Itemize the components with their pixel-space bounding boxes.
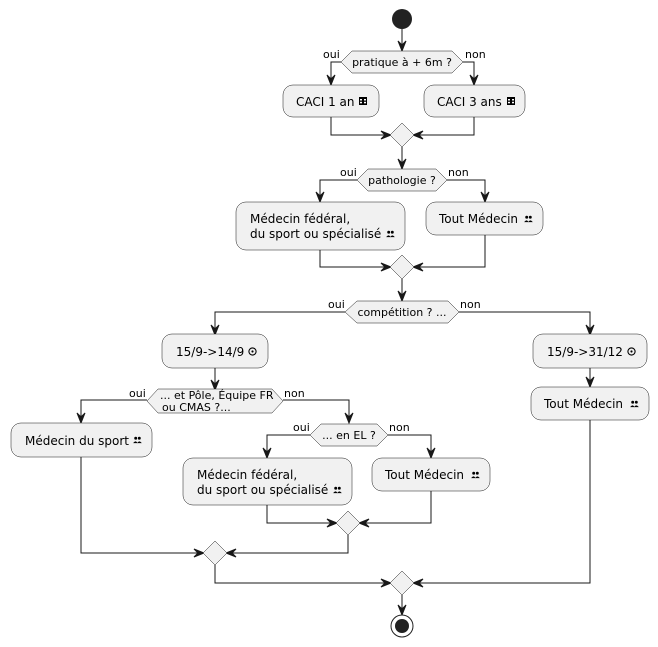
- arrow-head: [426, 447, 436, 460]
- arrow-head: [380, 262, 393, 272]
- activity-any-doctor-el-no: Tout Médecin: [371, 457, 491, 492]
- edge: [227, 535, 349, 554]
- activity-any-doctor: Tout Médecin: [425, 201, 544, 236]
- decision-in-el: ... en EL ?: [309, 423, 389, 447]
- arrow-head: [397, 290, 407, 303]
- merge-node: [389, 570, 415, 596]
- arrow-head: [585, 376, 595, 389]
- activity-label-line2: du sport ou spécialisé: [250, 227, 381, 241]
- decision-label: compétition ? ...: [357, 306, 446, 319]
- decision-pole-team-cmas: ... et Pôle, Équipe FR ou CMAS ?...: [146, 388, 284, 414]
- arrow-head: [315, 191, 325, 204]
- edge: [319, 179, 357, 201]
- arrow-head: [210, 379, 220, 392]
- arrow-head: [344, 412, 354, 425]
- activity-label: 15/9->31/12: [547, 345, 623, 359]
- arrow-head: [357, 518, 370, 528]
- arrow-head: [326, 518, 339, 528]
- edge: [447, 179, 486, 201]
- edge: [463, 61, 475, 84]
- edge: [80, 457, 203, 554]
- decision-competition: compétition ? ...: [344, 300, 460, 324]
- arrow-head: [397, 40, 407, 53]
- merge-node: [335, 510, 361, 536]
- merge-node: [202, 540, 228, 566]
- arrow-head: [193, 548, 206, 558]
- decision-practice-6m: pratique à + 6m ?: [340, 50, 464, 74]
- decision-pathology: pathologie ?: [356, 168, 448, 192]
- activity-period-15-9-to-14-9: 15/9->14/9: [161, 333, 269, 369]
- activity-label-line1: Médecin fédéral,: [250, 212, 350, 226]
- edge: [360, 491, 432, 524]
- arrow-head: [469, 74, 479, 87]
- arrow-head: [210, 324, 220, 337]
- decision-label: pathologie ?: [368, 174, 436, 187]
- edge: [80, 399, 147, 422]
- arrow-head: [411, 130, 424, 140]
- branch-no-label: non: [465, 48, 486, 61]
- merge-node: [389, 254, 415, 280]
- activity-label: Médecin du sport: [25, 434, 129, 448]
- decision-label: ... en EL ?: [322, 429, 376, 442]
- branch-yes-label: oui: [129, 387, 146, 400]
- edge: [319, 250, 390, 268]
- activity-label-line2: du sport ou spécialisé: [197, 483, 328, 497]
- calendar-icon: [359, 97, 367, 105]
- branch-yes-label: oui: [340, 166, 357, 179]
- merge-node: [389, 122, 415, 148]
- activity-caci-3-years: CACI 3 ans: [423, 84, 526, 118]
- edge: [459, 311, 591, 334]
- arrow-head: [397, 158, 407, 171]
- arrow-head: [380, 578, 393, 588]
- arrow-head: [262, 447, 272, 460]
- arrow-head: [480, 191, 490, 204]
- arrow-head: [380, 130, 393, 140]
- edge: [330, 61, 341, 84]
- branch-no-label: non: [284, 387, 305, 400]
- arrow-head: [397, 604, 407, 617]
- arrow-head: [411, 262, 424, 272]
- activity-label: Tout Médecin: [384, 468, 464, 482]
- branch-no-label: non: [448, 166, 469, 179]
- edge: [214, 311, 345, 334]
- edge: [214, 565, 390, 584]
- activity-label: Tout Médecin: [543, 397, 623, 411]
- activity-label: CACI 3 ans: [437, 95, 502, 109]
- activity-period-15-9-to-31-12: 15/9->31/12: [532, 333, 648, 369]
- arrow-head: [585, 324, 595, 337]
- activity-any-doctor-competition-no: Tout Médecin: [530, 386, 650, 421]
- branch-yes-label: oui: [293, 421, 310, 434]
- branch-no-label: non: [389, 421, 410, 434]
- arrow-head: [76, 412, 86, 425]
- branch-yes-label: oui: [323, 48, 340, 61]
- activity-label: 15/9->14/9: [176, 345, 244, 359]
- start-node: [392, 9, 412, 29]
- edge: [283, 399, 350, 422]
- decision-label: pratique à + 6m ?: [352, 56, 452, 69]
- arrow-head: [411, 578, 424, 588]
- calendar-icon: [507, 97, 515, 105]
- edge: [414, 117, 475, 136]
- activity-sports-doctor: Médecin du sport: [10, 422, 153, 458]
- arrow-head: [224, 548, 237, 558]
- branch-yes-label: oui: [328, 298, 345, 311]
- edge: [266, 505, 336, 524]
- activity-label: Tout Médecin: [438, 212, 518, 226]
- decision-label-line2: ou CMAS ?...: [162, 401, 231, 414]
- branch-no-label: non: [460, 298, 481, 311]
- activity-label: CACI 1 an: [296, 95, 355, 109]
- activity-label-line1: Médecin fédéral,: [197, 468, 297, 482]
- end-node: [390, 614, 414, 638]
- activity-caci-1-year: CACI 1 an: [282, 84, 380, 118]
- edge: [414, 420, 591, 584]
- arrow-head: [326, 74, 336, 87]
- edge: [266, 434, 310, 457]
- edge: [388, 434, 432, 457]
- edge: [414, 235, 486, 268]
- edge: [330, 117, 390, 136]
- decision-label-line1: ... et Pôle, Équipe FR: [160, 389, 274, 402]
- activity-federal-sport-specialist-doctor-el: Médecin fédéral, du sport ou spécialisé: [182, 457, 353, 506]
- activity-federal-sport-specialist-doctor: Médecin fédéral, du sport ou spécialisé: [235, 201, 406, 251]
